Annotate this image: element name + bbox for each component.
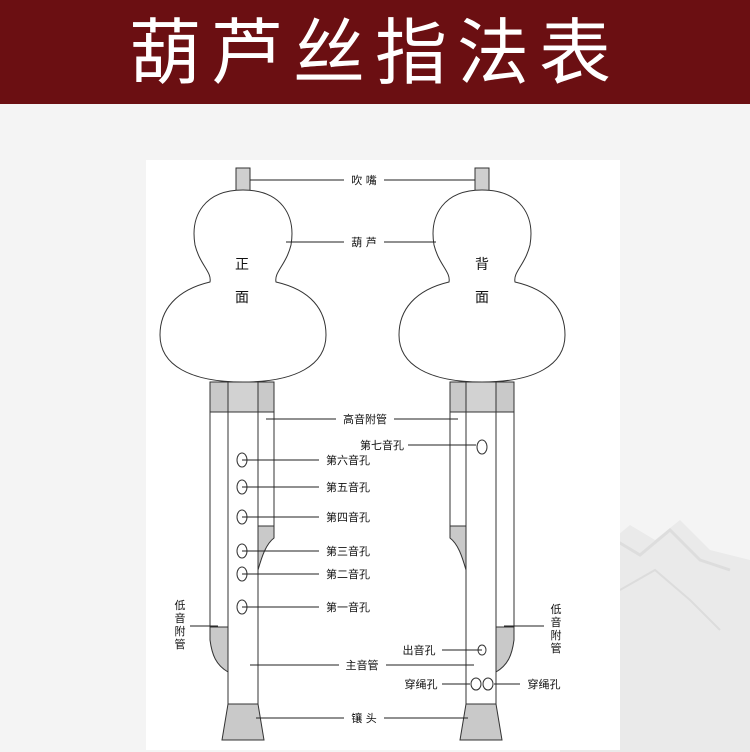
header-bar bbox=[0, 0, 750, 104]
back-collar-left bbox=[449, 381, 467, 413]
label-gourd: 葫 芦 bbox=[351, 236, 377, 249]
label-main-pipe: 主音管 bbox=[346, 658, 379, 672]
svg-text:附: 附 bbox=[551, 628, 562, 642]
back-collar-right bbox=[495, 381, 515, 413]
front-collar-left bbox=[209, 381, 229, 413]
svg-text:管: 管 bbox=[175, 637, 186, 651]
label-ferrule: 镶 头 bbox=[351, 711, 377, 725]
svg-text:音: 音 bbox=[551, 615, 562, 629]
front-high-pipe bbox=[257, 411, 275, 527]
front-high-pipe-end bbox=[257, 525, 275, 571]
back-rope-hole-left bbox=[470, 677, 482, 691]
back-view bbox=[398, 167, 566, 741]
svg-text:附: 附 bbox=[175, 624, 186, 638]
back-face-label-1: 背 bbox=[475, 257, 489, 273]
label-low-pipe-right: 低 音 附 管 bbox=[551, 603, 562, 655]
front-face-label-2: 面 bbox=[235, 290, 249, 306]
back-rope-hole-right bbox=[482, 677, 494, 691]
back-low-pipe-end bbox=[495, 626, 515, 673]
label-hole-1: 第一音孔 bbox=[326, 600, 370, 614]
back-face-label-2: 面 bbox=[475, 290, 489, 306]
front-face-label-1: 正 bbox=[235, 257, 249, 273]
back-low-pipe bbox=[495, 411, 515, 628]
label-mouthpiece: 吹 嘴 bbox=[351, 174, 377, 187]
back-main-pipe bbox=[465, 411, 497, 705]
label-hole-3: 第三音孔 bbox=[326, 544, 370, 558]
label-hole-2: 第二音孔 bbox=[326, 567, 370, 581]
leader-lines bbox=[190, 179, 544, 719]
label-sound-hole: 出音孔 bbox=[403, 643, 436, 657]
svg-text:低: 低 bbox=[551, 603, 562, 616]
label-high-pipe: 高音附管 bbox=[343, 412, 387, 426]
back-high-pipe-end bbox=[449, 525, 467, 571]
svg-text:管: 管 bbox=[551, 641, 562, 655]
front-collar-main bbox=[227, 381, 259, 413]
label-rope-hole-right: 穿绳孔 bbox=[528, 677, 561, 691]
label-hole-5: 第五音孔 bbox=[326, 480, 370, 494]
back-gourd bbox=[398, 189, 566, 383]
label-low-pipe-left: 低 音 附 管 bbox=[175, 599, 186, 651]
back-hole-7 bbox=[476, 439, 488, 455]
front-low-pipe-end bbox=[209, 626, 229, 673]
front-view bbox=[159, 167, 327, 741]
flute-diagram: 正 面 背 面 bbox=[159, 167, 566, 741]
page-title: 葫芦丝指法表 bbox=[128, 11, 621, 95]
front-ferrule bbox=[221, 703, 265, 741]
back-collar-main bbox=[465, 381, 497, 413]
diagram-panel: 正 面 背 面 bbox=[146, 160, 620, 750]
back-high-pipe bbox=[449, 411, 467, 527]
label-hole-4: 第四音孔 bbox=[326, 510, 370, 524]
label-hole-6: 第六音孔 bbox=[326, 453, 370, 467]
label-hole-7: 第七音孔 bbox=[360, 438, 404, 452]
label-rope-hole-left: 穿绳孔 bbox=[405, 677, 438, 691]
front-collar-right bbox=[257, 381, 275, 413]
svg-text:音: 音 bbox=[175, 611, 186, 625]
back-ferrule bbox=[459, 703, 503, 741]
front-low-pipe bbox=[209, 411, 229, 628]
front-gourd bbox=[159, 189, 327, 383]
svg-text:低: 低 bbox=[175, 599, 186, 612]
